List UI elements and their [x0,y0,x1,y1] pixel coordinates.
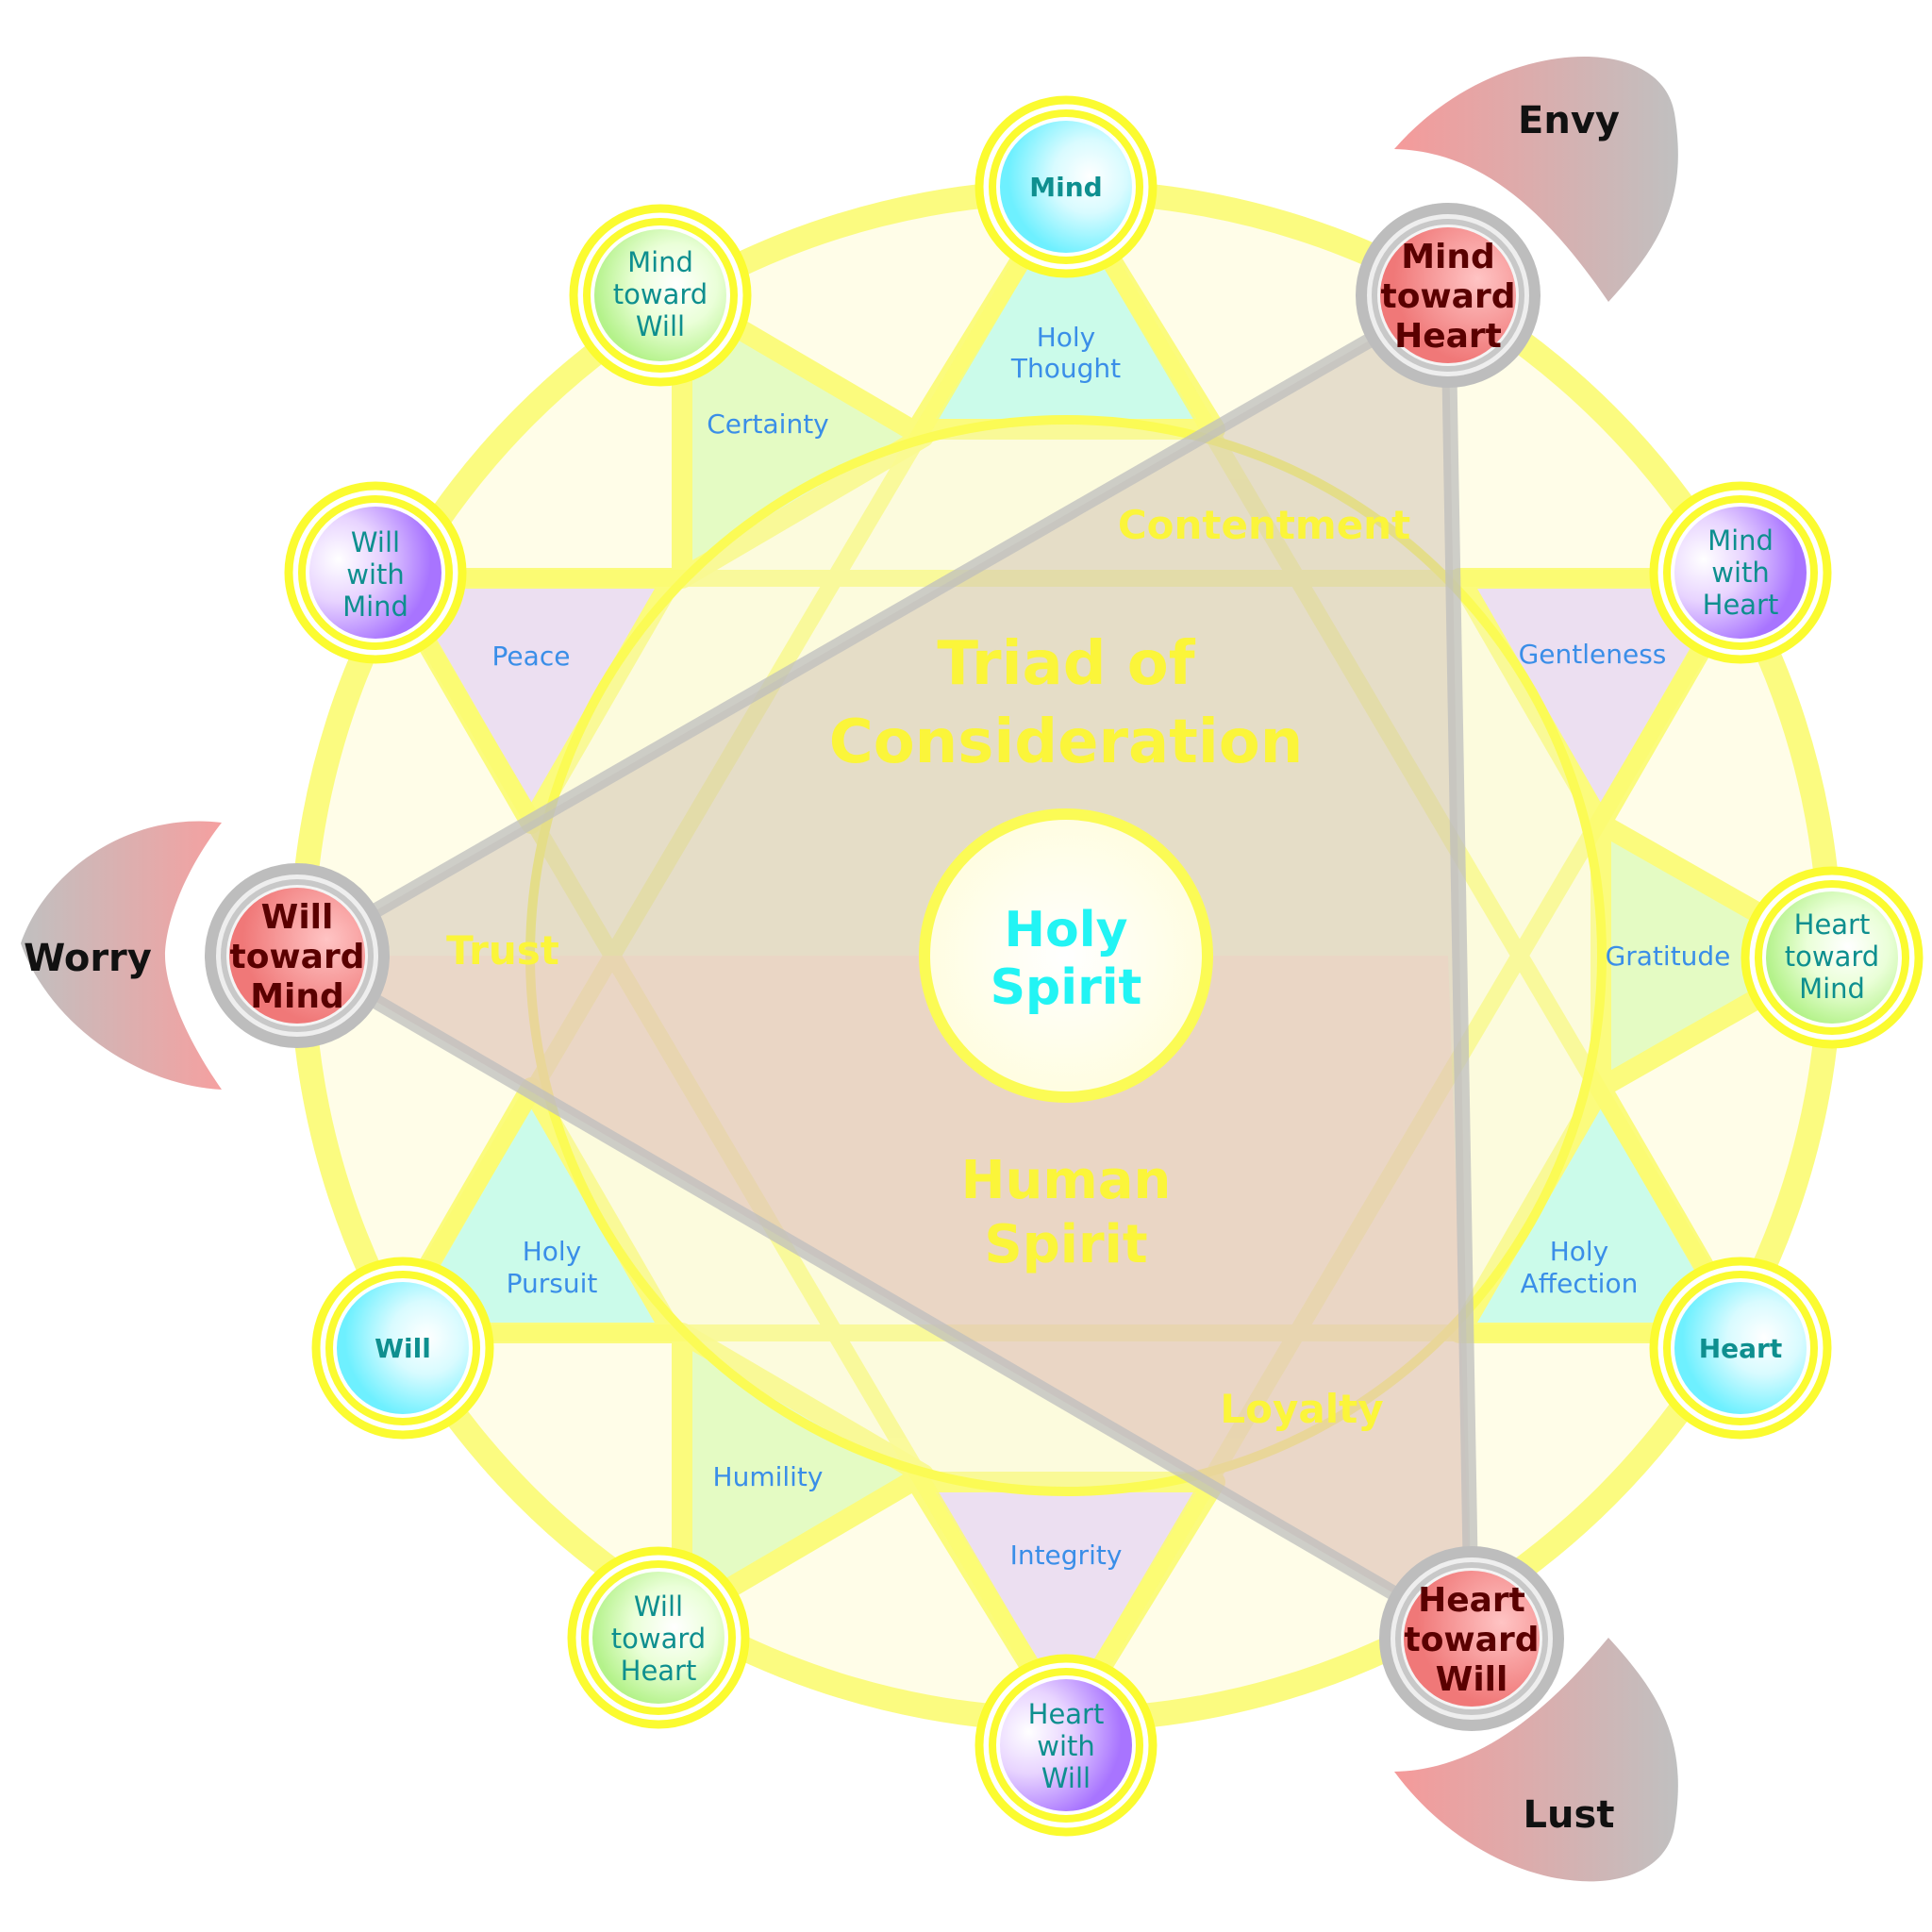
holy-thought-line2: Thought [1010,353,1121,384]
node-will-toward-mind-line2: toward [229,938,364,976]
node-mind-toward-will-line3: Will [636,310,685,342]
humility-triangle [672,1323,934,1626]
node-heart-with-will: Heart with Will [974,1654,1158,1837]
node-heart-toward-mind-line3: Mind [1799,973,1865,1005]
holy-pursuit-line2: Pursuit [507,1268,598,1299]
node-will-label: Will [375,1333,431,1364]
node-heart: Heart [1649,1257,1832,1440]
node-mind-with-heart: Mind with Heart [1649,481,1832,664]
node-mind-label: Mind [1029,172,1102,203]
node-heart-toward-mind-line2: toward [1785,941,1879,973]
humility-label: Humility [713,1461,824,1492]
gratitude-label: Gratitude [1606,941,1731,972]
certainty-label: Certainty [707,408,829,440]
node-heart-toward-will-line3: Will [1436,1660,1508,1699]
node-will-toward-heart-line3: Heart [621,1655,697,1687]
node-heart-with-will-line2: with [1037,1730,1095,1762]
node-will-toward-mind-line1: Will [261,898,334,937]
lust-label: Lust [1524,1793,1615,1837]
human-spirit-line1: Human [961,1150,1172,1211]
node-heart-with-will-line3: Will [1041,1762,1091,1794]
certainty-triangle [672,285,934,589]
node-mind-toward-heart: Mind toward Heart [1356,203,1541,388]
holy-spirit-label: Holy Spirit [991,902,1142,1016]
node-mind-with-heart-line3: Heart [1703,589,1779,621]
node-mind: Mind [974,95,1158,278]
human-spirit-line2: Spirit [984,1214,1147,1275]
node-will: Will [311,1257,494,1440]
lust-petal [1394,1638,1678,1882]
holy-thought-line1: Holy [1037,322,1096,353]
gentleness-label: Gentleness [1519,639,1667,670]
worry-label: Worry [24,937,152,980]
node-heart-toward-will-line1: Heart [1418,1581,1525,1620]
node-mind-toward-will-line2: toward [613,278,708,310]
contentment-label: Contentment [1118,502,1410,548]
trust-label: Trust [446,927,559,974]
loyalty-label: Loyalty [1220,1386,1383,1432]
node-mind-toward-will-line1: Mind [627,246,693,278]
node-heart-label: Heart [1699,1333,1783,1364]
node-will-toward-heart: Will toward Heart [567,1546,750,1729]
holy-affection-line1: Holy [1550,1236,1609,1267]
worry-petal [21,821,222,1090]
node-will-toward-heart-line1: Will [634,1591,683,1623]
node-mind-toward-heart-line3: Heart [1394,317,1502,356]
holy-spirit-line1: Holy [1005,902,1128,958]
integrity-label: Integrity [1010,1540,1123,1571]
envy-petal [1394,56,1678,302]
holy-pursuit-line1: Holy [523,1236,582,1267]
holy-spirit-circle [919,808,1213,1103]
node-will-with-mind-line3: Mind [342,591,408,623]
node-heart-toward-will-line2: toward [1404,1621,1539,1659]
triad-lines [292,289,1479,1645]
node-will-with-mind-line2: with [346,558,405,591]
triad-triangle [297,295,1472,1639]
triad-title-line1: Triad of [937,629,1195,699]
peace-label: Peace [492,641,571,672]
holy-spirit-line2: Spirit [991,959,1142,1016]
node-will-toward-mind-line3: Mind [250,977,344,1016]
node-will-toward-mind: Will toward Mind [205,863,390,1048]
node-heart-with-will-line1: Heart [1028,1698,1105,1730]
node-will-with-mind-line1: Will [351,526,400,558]
node-mind-toward-will: Mind toward Will [569,204,752,387]
node-heart-toward-mind-line1: Heart [1794,908,1871,941]
node-heart-toward-will: Heart toward Will [1379,1546,1564,1731]
node-mind-with-heart-line2: with [1711,557,1770,589]
node-mind-toward-heart-line2: toward [1380,277,1515,316]
node-mind-toward-heart-line1: Mind [1401,238,1495,276]
node-heart-toward-mind: Heart toward Mind [1740,866,1924,1049]
node-will-toward-heart-line2: toward [611,1623,706,1655]
triad-title-line2: Consideration [829,708,1304,777]
envy-label: Envy [1518,99,1620,142]
node-mind-with-heart-line1: Mind [1707,525,1774,557]
node-will-with-mind: Will with Mind [284,481,467,664]
holy-affection-line2: Affection [1521,1268,1639,1299]
